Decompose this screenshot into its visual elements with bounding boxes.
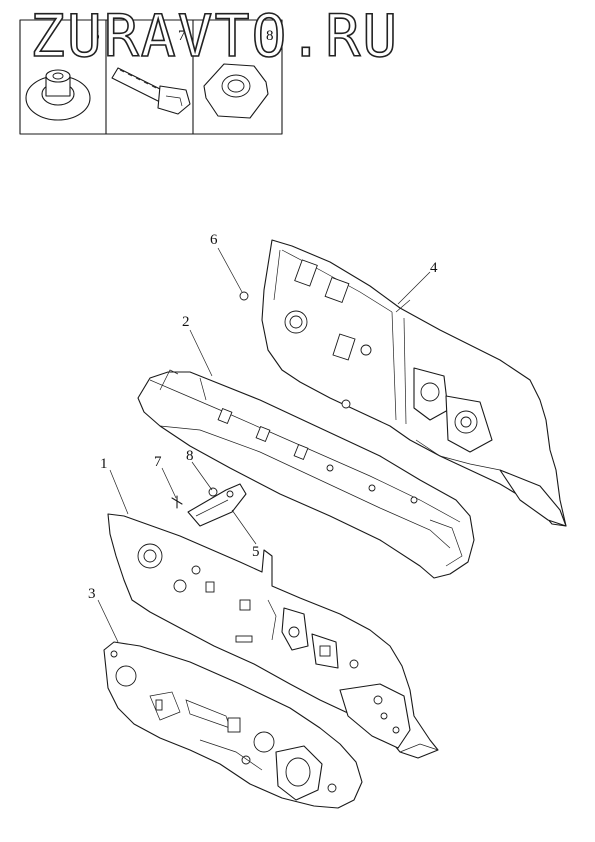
leader-lines [97, 247, 431, 643]
callout-8: 8 [186, 448, 194, 464]
callout-1: 1 [100, 456, 108, 472]
callout-2: 2 [182, 314, 190, 330]
callout-3: 3 [88, 586, 96, 602]
legend-box: 6 7 8 [19, 19, 283, 135]
callout-7: 7 [154, 454, 162, 470]
part-5-bracket [187, 483, 247, 527]
callout-5: 5 [252, 544, 260, 560]
bolt-icon [111, 67, 191, 115]
clip-washer-icon [25, 69, 91, 121]
part-1-lower-dash-panel [107, 513, 439, 759]
part-4-upper-dash-panel [261, 239, 567, 527]
legend-number-8: 8 [266, 28, 274, 44]
part-8-nut-small [208, 487, 218, 497]
watermark: ZURAVTO.RU [29, 1, 400, 71]
part-3-insulator [103, 641, 363, 809]
callout-6: 6 [210, 232, 218, 248]
part-6-clip-small [239, 291, 249, 301]
nut-icon [203, 63, 269, 119]
part-2-cowl-panel [137, 369, 475, 579]
legend-number-6: 6 [92, 28, 100, 44]
legend-number-7: 7 [178, 28, 186, 44]
callout-4: 4 [430, 260, 438, 276]
part-7-bolt-small [171, 495, 183, 509]
